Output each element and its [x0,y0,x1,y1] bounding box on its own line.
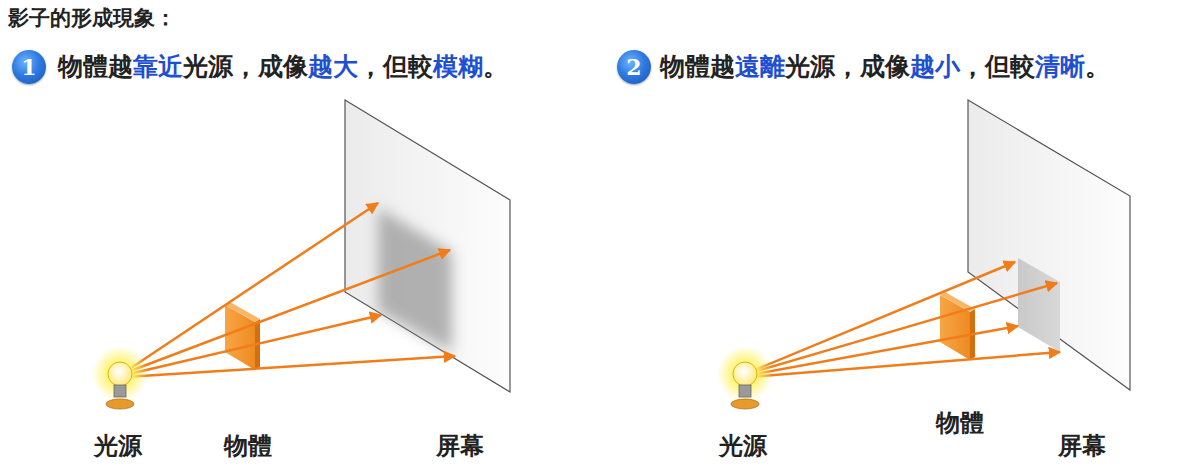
statement-text: 物體越 [660,50,735,83]
title: 影子的形成現象： [8,4,176,32]
part-label: 屏幕 [1058,430,1106,462]
light-rays [750,262,1060,377]
highlight-text: 模糊 [433,50,483,83]
blurry-shadow [378,208,452,352]
statement-text: ，但較 [960,50,1035,83]
light-bulb [717,346,773,409]
screen [968,100,1130,390]
statement-text: 。 [1085,50,1110,83]
statement-line: 物體越靠近光源，成像越大，但較模糊。 [58,49,508,83]
statement-text: 光源，成像 [183,50,308,83]
part-label: 屏幕 [436,430,484,462]
number-text: 2 [626,54,641,80]
part-label: 光源 [94,430,142,462]
object-block [225,302,260,370]
object-block [940,292,975,360]
statement-text: 物體越 [58,50,133,83]
sharp-shadow [1018,258,1060,352]
highlight-text: 遠離 [735,50,785,83]
highlight-text: 越小 [910,50,960,83]
number-badge: 2 [617,50,651,84]
highlight-text: 清晰 [1035,50,1085,83]
part-label: 物體 [224,430,272,462]
number-text: 1 [21,54,36,80]
part-label: 光源 [719,430,767,462]
light-bulb [92,346,148,409]
statement-text: 。 [483,50,508,83]
screen [345,100,510,392]
highlight-text: 靠近 [133,50,183,83]
statement-text: 光源，成像 [785,50,910,83]
statement-line: 物體越遠離光源，成像越小，但較清晰。 [660,49,1110,83]
part-label: 物體 [936,407,984,439]
highlight-text: 越大 [308,50,358,83]
light-rays [125,203,455,377]
statement-text: ，但較 [358,50,433,83]
number-badge: 1 [12,50,46,84]
